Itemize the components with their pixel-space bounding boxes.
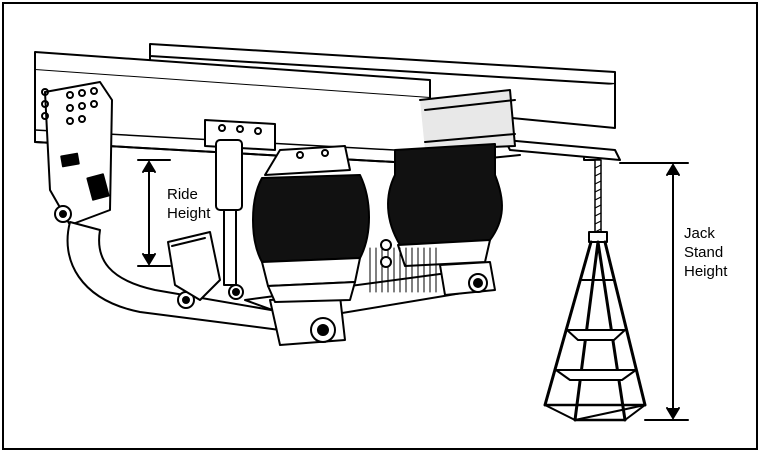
jack-stand-height-dimension bbox=[619, 162, 689, 421]
ride-height-label-line-2: Height bbox=[167, 205, 211, 222]
jack-stand-height-label-line-2: Stand bbox=[684, 244, 724, 261]
shock-absorber bbox=[204, 119, 276, 300]
air-spring-front bbox=[252, 145, 370, 303]
jack-stand-height-label: Jack Stand Height bbox=[684, 224, 727, 281]
axle-seat bbox=[167, 231, 221, 301]
jack-stand-height-label-line-1: Jack bbox=[684, 225, 715, 242]
ride-height-label: Ride Height bbox=[167, 185, 210, 223]
ride-height-label-line-1: Ride bbox=[167, 186, 198, 203]
air-spring-rear bbox=[387, 143, 503, 267]
trailing-arm bbox=[66, 221, 496, 346]
jack-stand bbox=[543, 157, 647, 422]
ride-height-dimension bbox=[137, 159, 171, 267]
jack-stand-height-label-line-3: Height bbox=[684, 263, 728, 280]
crossmember-hatching bbox=[369, 239, 437, 293]
hanger-bracket bbox=[41, 81, 113, 226]
front-frame-rail bbox=[34, 51, 521, 165]
